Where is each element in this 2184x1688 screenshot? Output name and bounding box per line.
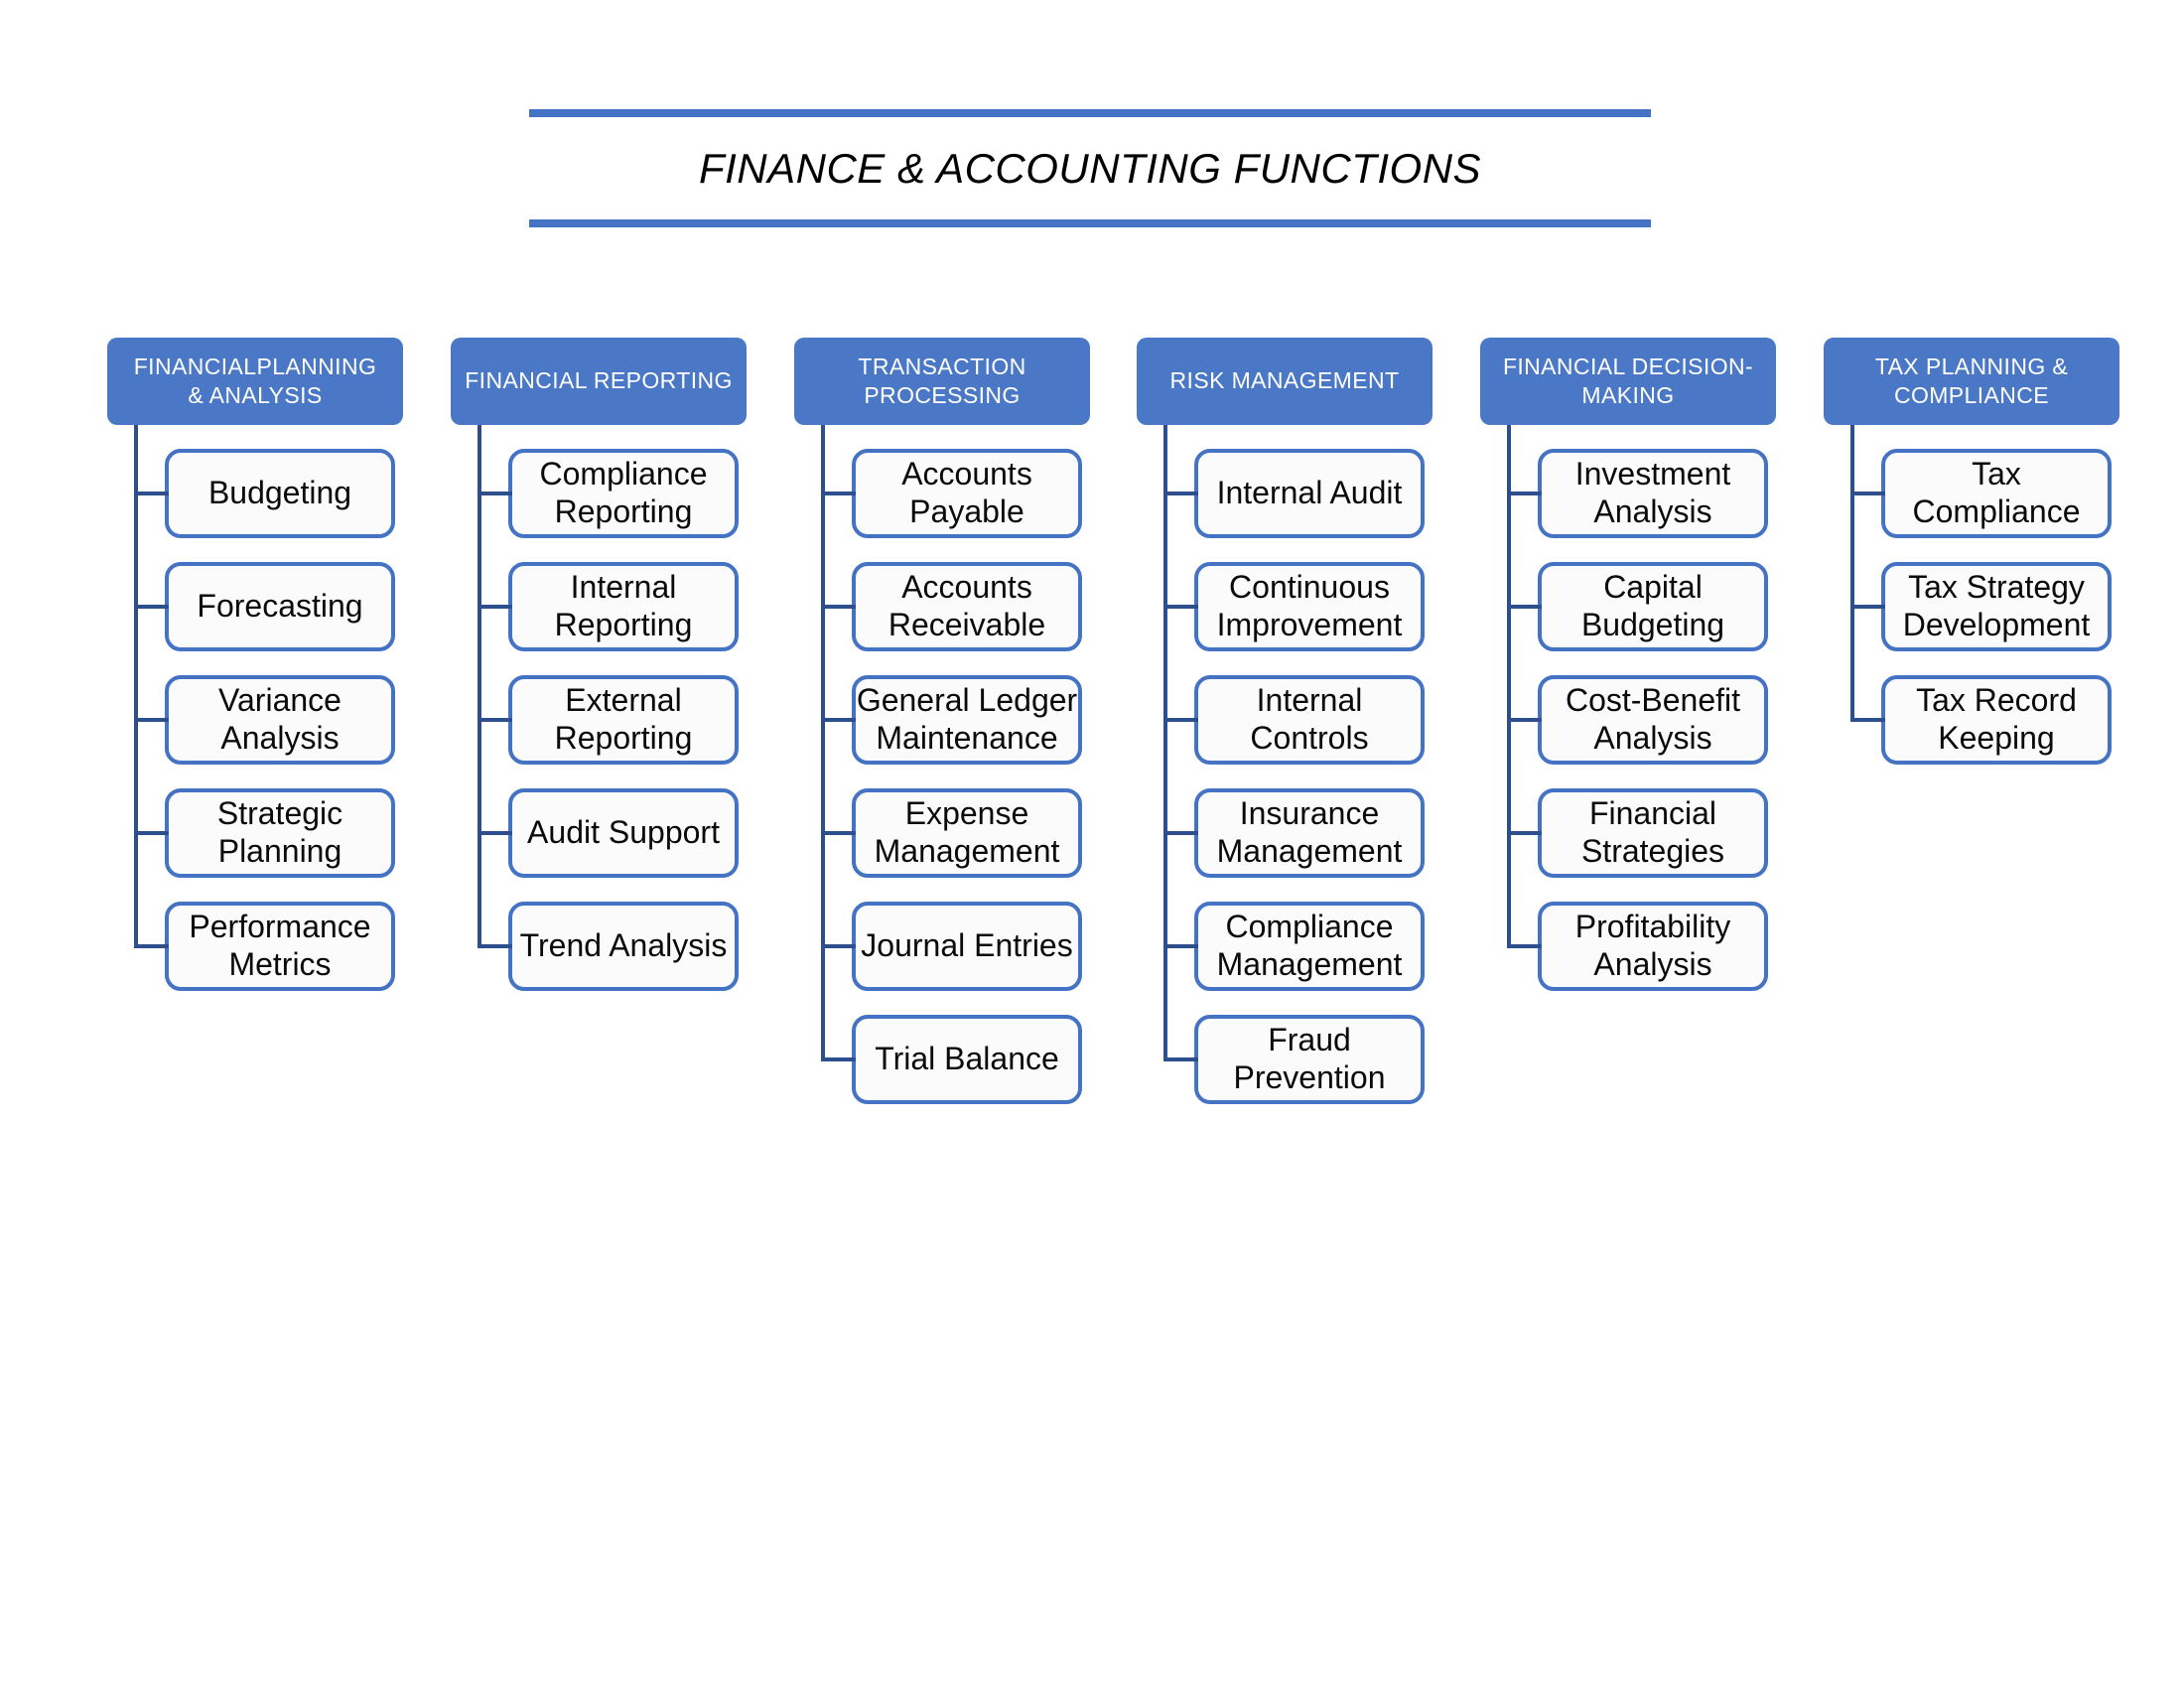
column-header-financial-reporting: FINANCIAL REPORTING — [451, 338, 747, 425]
node-compliance-reporting: Compliance Reporting — [478, 449, 739, 538]
node-external-reporting: External Reporting — [478, 675, 739, 765]
title-block: FINANCE & ACCOUNTING FUNCTIONS — [529, 109, 1651, 227]
connector-trunk — [1163, 423, 1167, 1061]
node-investment-analysis: Investment Analysis — [1507, 449, 1768, 538]
title-rule-bottom — [529, 219, 1651, 227]
node-budgeting: Budgeting — [134, 449, 395, 538]
node-forecasting: Forecasting — [134, 562, 395, 651]
node-insurance-management: Insurance Management — [1163, 788, 1425, 878]
node-fraud-prevention: Fraud Prevention — [1163, 1015, 1425, 1104]
node-internal-reporting: Internal Reporting — [478, 562, 739, 651]
connector-trunk — [1507, 423, 1511, 948]
connector-trunk — [821, 423, 825, 1061]
diagram-title: FINANCE & ACCOUNTING FUNCTIONS — [698, 144, 1482, 192]
node-expense-management: Expense Management — [821, 788, 1082, 878]
node-trend-analysis: Trend Analysis — [478, 902, 739, 991]
column-financial-decision-making: FINANCIAL DECISION- MAKING Investment An… — [1480, 338, 1776, 1152]
title-rule-top — [529, 109, 1651, 117]
node-profitability-analysis: Profitability Analysis — [1507, 902, 1768, 991]
column-financial-planning-analysis: FINANCIALPLANNING & ANALYSIS Budgeting F… — [107, 338, 403, 1152]
column-transaction-processing: TRANSACTION PROCESSING Accounts Payable … — [794, 338, 1090, 1152]
column-header-financial-planning-analysis: FINANCIALPLANNING & ANALYSIS — [107, 338, 403, 425]
column-header-financial-decision-making: FINANCIAL DECISION- MAKING — [1480, 338, 1776, 425]
node-accounts-receivable: Accounts Receivable — [821, 562, 1082, 651]
node-continuous-improvement: Continuous Improvement — [1163, 562, 1425, 651]
node-accounts-payable: Accounts Payable — [821, 449, 1082, 538]
connector-trunk — [1850, 423, 1854, 722]
column-risk-management: RISK MANAGEMENT Internal Audit Continuou… — [1137, 338, 1433, 1152]
node-tax-strategy-development: Tax Strategy Development — [1850, 562, 2112, 651]
node-strategic-planning: Strategic Planning — [134, 788, 395, 878]
node-tax-record-keeping: Tax Record Keeping — [1850, 675, 2112, 765]
column-financial-reporting: FINANCIAL REPORTING Compliance Reporting… — [451, 338, 747, 1152]
node-capital-budgeting: Capital Budgeting — [1507, 562, 1768, 651]
node-internal-controls: Internal Controls — [1163, 675, 1425, 765]
column-header-transaction-processing: TRANSACTION PROCESSING — [794, 338, 1090, 425]
column-header-tax-planning-compliance: TAX PLANNING & COMPLIANCE — [1824, 338, 2119, 425]
connector-trunk — [478, 423, 481, 948]
node-journal-entries: Journal Entries — [821, 902, 1082, 991]
column-tax-planning-compliance: TAX PLANNING & COMPLIANCE Tax Compliance… — [1824, 338, 2119, 1152]
node-compliance-management: Compliance Management — [1163, 902, 1425, 991]
node-trial-balance: Trial Balance — [821, 1015, 1082, 1104]
column-header-risk-management: RISK MANAGEMENT — [1137, 338, 1433, 425]
node-general-ledger-maintenance: General Ledger Maintenance — [821, 675, 1082, 765]
node-performance-metrics: Performance Metrics — [134, 902, 395, 991]
node-audit-support: Audit Support — [478, 788, 739, 878]
node-financial-strategies: Financial Strategies — [1507, 788, 1768, 878]
node-variance-analysis: Variance Analysis — [134, 675, 395, 765]
node-tax-compliance: Tax Compliance — [1850, 449, 2112, 538]
connector-trunk — [134, 423, 138, 948]
node-cost-benefit-analysis: Cost-Benefit Analysis — [1507, 675, 1768, 765]
node-internal-audit: Internal Audit — [1163, 449, 1425, 538]
